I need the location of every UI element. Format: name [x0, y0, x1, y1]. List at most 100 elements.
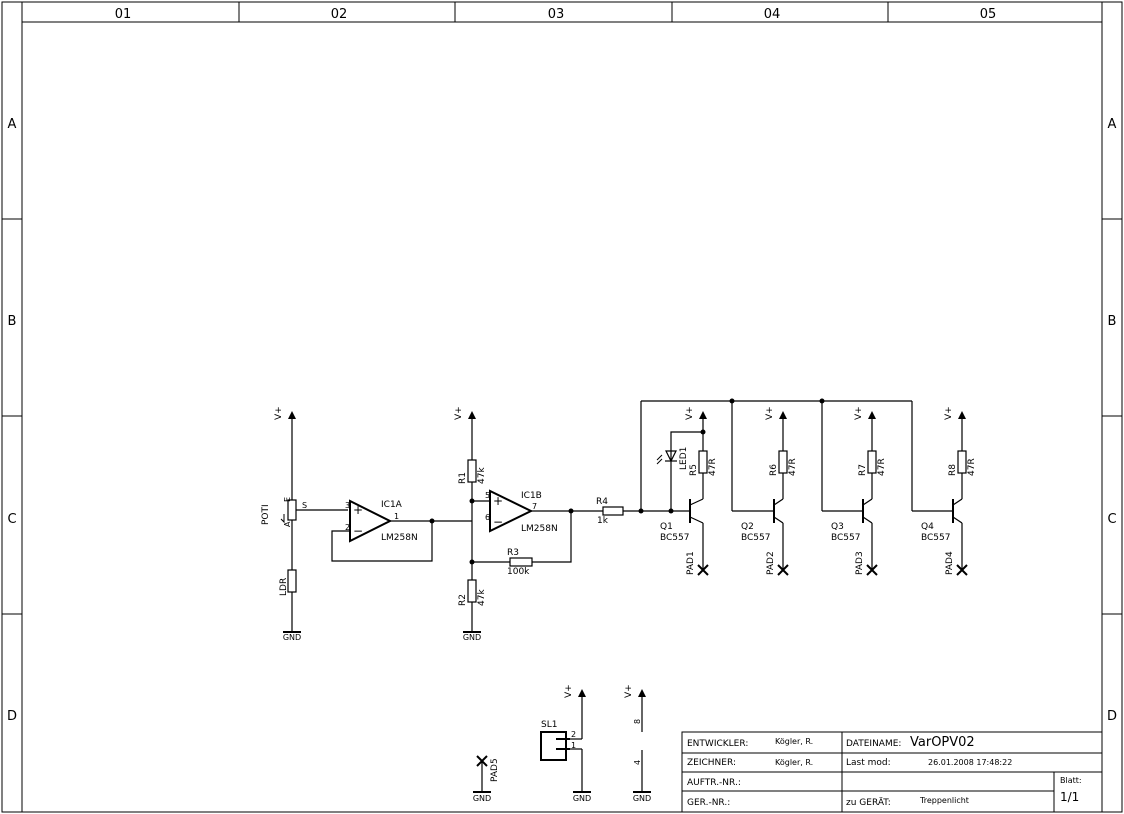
led1-diode: [665, 450, 677, 463]
q3-value: BC557: [831, 533, 860, 543]
r1-name: R1: [458, 472, 468, 484]
r1-resistor: [467, 459, 477, 483]
r6-resistor: [778, 450, 788, 474]
pad2-name: PAD2: [766, 551, 776, 575]
r2-value: 47k: [477, 589, 487, 606]
vplus-arrow-icon: [779, 411, 787, 419]
power-pin8: 8: [633, 719, 642, 724]
r5-resistor: [698, 450, 708, 474]
filename-value: VarOPV02: [910, 735, 975, 750]
ldr-resistor: [287, 569, 297, 593]
q2-value: BC557: [741, 533, 770, 543]
drafter-label: ZEICHNER:: [687, 758, 736, 768]
sl1-name: SL1: [541, 720, 557, 730]
wiper-arrow-icon: [280, 514, 285, 524]
sl1-body: [540, 731, 567, 761]
r8-name: R8: [948, 464, 958, 476]
device-no-label: GER.-NR.:: [687, 798, 730, 808]
ic1b-value: LM258N: [521, 524, 558, 534]
poti-vplus-label: V+: [274, 406, 284, 420]
ic1a-minus-sign: −: [353, 524, 363, 538]
transistor-stage-2: V+ R6 47R Q2 BC557 PAD2: [741, 406, 798, 576]
pad2-cross-icon: [777, 564, 789, 576]
filename-label: DATEINAME:: [846, 739, 901, 749]
ic1a-name: IC1A: [381, 500, 403, 510]
drafter-value: Kögler, R.: [775, 758, 813, 767]
q2-vplus-label: V+: [765, 406, 775, 420]
ic1a-plus-sign: +: [353, 503, 363, 517]
vplus-arrow-icon: [578, 689, 586, 697]
pad3-name: PAD3: [855, 551, 865, 575]
r8-value: 47R: [967, 458, 977, 476]
row-label-c-left: C: [7, 512, 16, 527]
ic1b-plus-sign: +: [493, 494, 503, 508]
poti-pin-s: S: [302, 501, 307, 510]
transistor-stage-4: V+ R8 47R Q4 BC557 PAD4: [921, 406, 977, 576]
r3-name: R3: [507, 548, 519, 558]
order-label: AUFTR.-NR.:: [687, 778, 741, 788]
device-label: zu GERÄT:: [846, 797, 891, 808]
developer-label: ENTWICKLER:: [687, 739, 748, 749]
pad1-name: PAD1: [686, 551, 696, 575]
r2-name: R2: [458, 594, 468, 606]
q1-value: BC557: [660, 533, 689, 543]
lastmod-value: 26.01.2008 17:48:22: [928, 758, 1012, 767]
pad5-gnd-label: GND: [473, 794, 491, 803]
row-label-d-right: D: [1107, 709, 1117, 724]
sl1-pin2: 2: [571, 730, 576, 739]
row-label-d-left: D: [7, 709, 17, 724]
ldr-name: LDR: [279, 578, 289, 596]
frame-row-labels: A B C D A B C D: [7, 117, 1117, 724]
sl1-gnd-label: GND: [573, 794, 591, 803]
col-label-4: 04: [764, 7, 781, 22]
transistor-stage-3: V+ R7 47R Q3 BC557 PAD3: [831, 406, 887, 576]
r3-resistor: [509, 557, 533, 567]
transistor-stage-1: V+ R5 47R Q1 BC557 PAD1: [660, 406, 718, 576]
q4-vplus-label: V+: [944, 406, 954, 420]
led1-name: LED1: [679, 447, 689, 470]
q4-value: BC557: [921, 533, 950, 543]
poti-pin-e: E: [283, 497, 292, 502]
frame-column-labels: 01 02 03 04 05: [115, 7, 997, 22]
pad4-cross-icon: [956, 564, 968, 576]
ic1b-pin5: 5: [485, 491, 490, 500]
sl1-vplus-label: V+: [564, 684, 574, 698]
device-value: Treppenlicht: [919, 796, 969, 805]
q2-name: Q2: [741, 522, 754, 532]
pad5: GND PAD5: [473, 755, 500, 803]
col-label-2: 02: [331, 7, 348, 22]
ic1b-pin6: 6: [485, 513, 490, 522]
vplus-arrow-icon: [638, 689, 646, 697]
vplus-arrow-icon: [288, 411, 296, 419]
ic1b-triangle: [489, 489, 534, 533]
poti-resistor: [287, 499, 297, 521]
vplus-arrow-icon: [958, 411, 966, 419]
row-label-b-left: B: [8, 314, 17, 329]
row-label-c-right: C: [1107, 512, 1116, 527]
ic1b-stage: V+ R1 47k R2 47k GND + − 5 6 7 IC1B LM25…: [454, 406, 644, 642]
q1-name: Q1: [660, 522, 673, 532]
ic1a-pin1: 1: [394, 512, 399, 521]
pad5-name: PAD5: [490, 758, 500, 782]
q3-name: Q3: [831, 522, 844, 532]
pad4-name: PAD4: [945, 551, 955, 575]
r2-resistor: [467, 579, 477, 603]
title-block: ENTWICKLER: Kögler, R. ZEICHNER: Kögler,…: [681, 731, 1103, 813]
q4-name: Q4: [921, 522, 934, 532]
col-label-1: 01: [115, 7, 132, 22]
sheet-label: Blatt:: [1060, 776, 1082, 785]
r8-resistor: [957, 450, 967, 474]
ic1b-minus-sign: −: [493, 515, 503, 529]
row-label-b-right: B: [1108, 314, 1117, 329]
r1-value: 47k: [477, 467, 487, 484]
pad3-cross-icon: [866, 564, 878, 576]
ic1b-name: IC1B: [521, 491, 542, 501]
q3-vplus-label: V+: [854, 406, 864, 420]
poti-name: POTI: [261, 504, 271, 525]
ic1a-pin3: 3: [345, 501, 350, 510]
developer-value: Kögler, R.: [775, 737, 813, 746]
r6-name: R6: [769, 464, 779, 476]
row-label-a-left: A: [8, 117, 17, 132]
power-vplus-label: V+: [624, 684, 634, 698]
